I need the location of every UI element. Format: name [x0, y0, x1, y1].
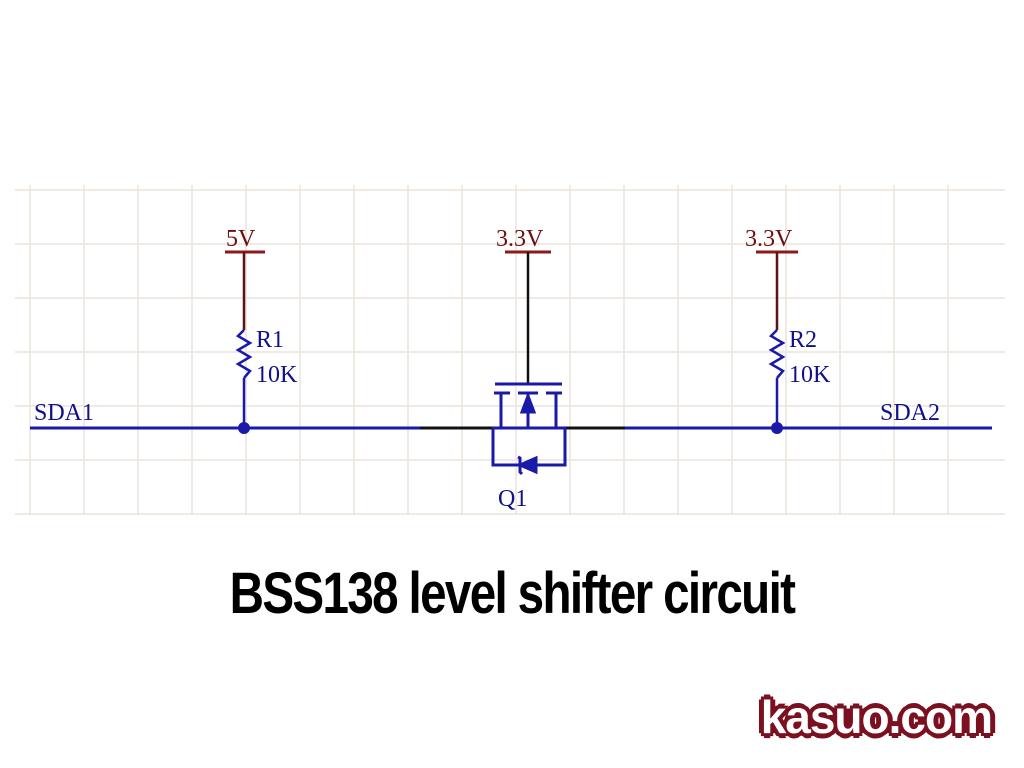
net-label-sda2: SDA2 [880, 400, 940, 426]
caption-title: BSS138 level shifter circuit [229, 561, 796, 626]
r2-label: R2 [789, 327, 817, 353]
power-3v3-right: 3.3V [745, 226, 798, 330]
grid [15, 185, 1005, 515]
resistor-r2: R2 10K [768, 327, 831, 434]
watermark-logo: kasuo.com [760, 691, 993, 743]
junction-dot [238, 422, 250, 434]
power-label-3v3-right: 3.3V [745, 226, 793, 252]
junction-dot [771, 422, 783, 434]
r1-value: 10K [256, 362, 298, 388]
power-label-3v3-center: 3.3V [496, 226, 544, 252]
mosfet-q1: Q1 [491, 382, 567, 512]
power-label-5v: 5V [226, 226, 256, 252]
resistor-r1: R1 10K [235, 327, 298, 434]
power-3v3-center: 3.3V [496, 226, 551, 383]
net-label-sda1: SDA1 [34, 400, 94, 426]
power-5v: 5V [225, 226, 265, 330]
q1-label: Q1 [498, 486, 527, 512]
r1-label: R1 [256, 327, 284, 353]
r2-value: 10K [789, 362, 831, 388]
